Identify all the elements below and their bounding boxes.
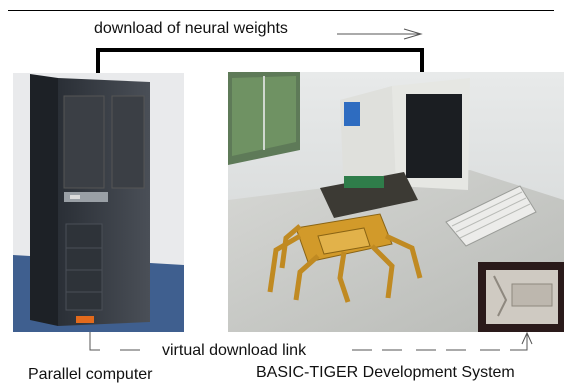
tiger-system-photo (228, 72, 564, 332)
bottom-arrow-icon (521, 331, 533, 345)
parallel-computer-photo (13, 73, 184, 332)
weight-download-link (96, 48, 424, 73)
top-arrow-icon (337, 28, 423, 40)
right-caption: BASIC-TIGER Development System (256, 364, 515, 381)
bottom-link-label: virtual download link (162, 342, 307, 359)
virtual-download-link (89, 332, 528, 351)
left-caption: Parallel computer (28, 366, 153, 383)
tiger-module-inset (478, 262, 564, 332)
top-divider (8, 10, 554, 11)
top-link-label: download of neural weights (94, 20, 288, 37)
